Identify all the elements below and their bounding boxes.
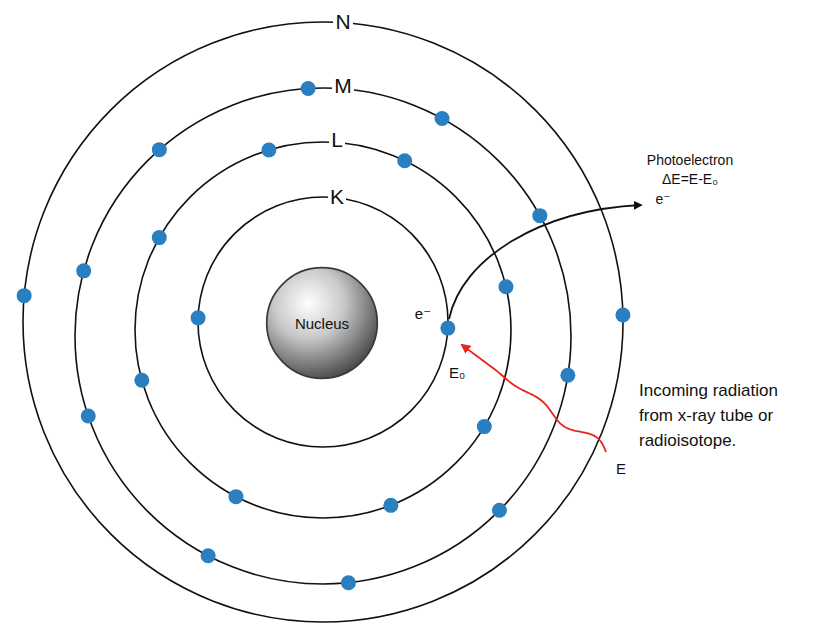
electron-dot: [397, 153, 412, 168]
electron-dot: [532, 208, 547, 223]
electron-label: e⁻: [653, 191, 672, 207]
electron-dot: [17, 288, 32, 303]
electron-dot: [341, 575, 356, 590]
radiation-wave: [462, 345, 606, 452]
nucleus-label: Nucleus: [295, 315, 349, 332]
electron-dot: [301, 81, 316, 96]
electron-dot: [81, 409, 96, 424]
shell-ring: [23, 22, 623, 622]
shell-label: N: [333, 10, 352, 34]
shell-ring: [198, 197, 448, 447]
electron-dot: [477, 419, 492, 434]
binding-energy-label: E₀: [447, 364, 467, 381]
shell-label: M: [332, 74, 354, 98]
photoelectron-path: [449, 205, 641, 319]
electron-dot: [492, 503, 507, 518]
electron-dot: [440, 321, 455, 336]
photon-energy-label: E: [614, 460, 628, 477]
electron-dot: [383, 498, 398, 513]
nucleus-text-box: Nucleus: [265, 266, 379, 380]
electron-dot: [76, 263, 91, 278]
electron-dot: [560, 368, 575, 383]
electron-dot: [615, 308, 630, 323]
electron-label: e⁻: [413, 305, 433, 322]
shell-label: K: [328, 185, 346, 209]
electron-dot: [134, 373, 149, 388]
electron-dot: [152, 230, 167, 245]
energy-difference-label: ΔE=E-E₀: [660, 171, 720, 187]
electron-dot: [201, 548, 216, 563]
electron-dot: [261, 142, 276, 157]
electron-dot: [228, 489, 243, 504]
electron-dot: [191, 310, 206, 325]
shell-label: L: [329, 128, 345, 152]
nucleus-sphere: Nucleus: [265, 266, 379, 380]
radiation-note: Incoming radiation from x-ray tube or ra…: [637, 378, 801, 453]
shell-ring: [135, 142, 511, 518]
electron-dot: [498, 279, 513, 294]
electron-dot: [435, 111, 450, 126]
electron-dot: [152, 142, 167, 157]
photoelectron-label: Photoelectron: [645, 152, 735, 168]
nucleus-circle: [267, 268, 378, 379]
shell-ring: [75, 88, 571, 584]
